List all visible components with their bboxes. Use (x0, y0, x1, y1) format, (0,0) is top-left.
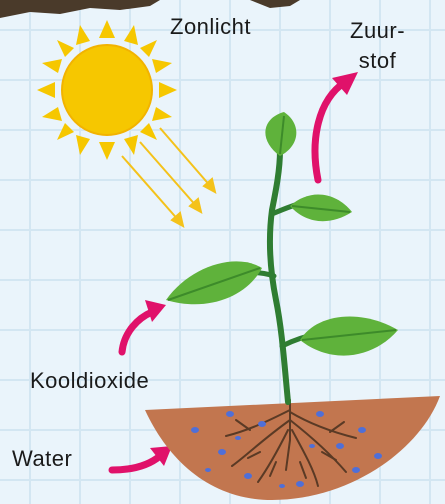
leaf-lower-right (300, 317, 398, 356)
carbon-dioxide-arrow (122, 300, 166, 352)
water-arrow (112, 446, 172, 470)
label-sunlight: Zonlicht (170, 14, 251, 40)
soil (145, 396, 440, 500)
plant-icon (166, 112, 398, 402)
label-oxygen: Zuur- stof (350, 16, 405, 76)
label-carbon-dioxide: Kooldioxide (30, 368, 149, 394)
label-oxygen-line2: stof (350, 46, 405, 76)
label-water: Water (12, 446, 72, 472)
leaf-upper-right (290, 195, 352, 222)
top-dirt-right (250, 0, 300, 8)
sun-icon (37, 20, 177, 160)
oxygen-arrow (315, 72, 358, 180)
label-oxygen-line1: Zuur- (350, 16, 405, 46)
